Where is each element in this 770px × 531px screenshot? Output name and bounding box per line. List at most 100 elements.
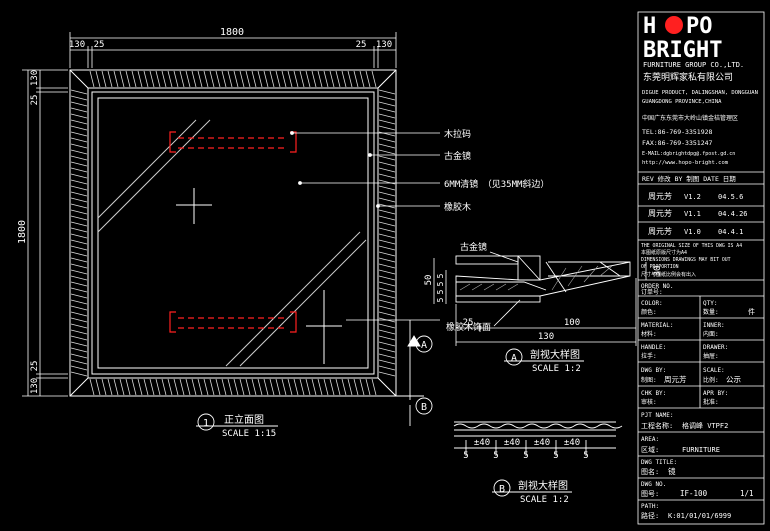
pjt-val: 格调峰 VTPF2	[682, 421, 728, 430]
tel: TEL:86-769-3351928	[642, 128, 713, 136]
detail-a-section	[455, 255, 631, 303]
detail-a-dim-5b: 5	[436, 281, 445, 286]
dim-right-2: 130	[376, 40, 392, 50]
handle-cn: 拉手:	[641, 352, 657, 360]
detail-b-dim5-3: 5	[523, 451, 528, 461]
titleblock	[637, 11, 765, 525]
reflection-line-4	[239, 239, 367, 367]
addr-3: 中国广东东莞市大岭山镇金桔管理区	[642, 114, 738, 122]
detail-a-dim-50: 50	[424, 275, 434, 286]
detail-a-title-letter: A	[511, 353, 517, 364]
dwg-no-val: IF-100	[680, 489, 708, 498]
frame-outer	[69, 69, 397, 397]
logo-po: PO	[686, 14, 713, 39]
addr-1: DIGUE PRODUCT, DALINGSHAN, DONGGUAN	[642, 90, 758, 96]
pjt-en: PJT NAME:	[641, 412, 674, 419]
note-4: OF PROPORTION	[641, 264, 679, 270]
drawer-en: DRAWER:	[703, 344, 728, 351]
area-val: FURNITURE	[682, 446, 720, 454]
detail-b-dim-4: ±40	[564, 438, 580, 448]
dwg-no-en: DWG NO.	[641, 481, 666, 488]
miter-br	[377, 377, 397, 397]
company-cn: 东莞明辉家私有限公司	[643, 71, 733, 83]
note-1: THE ORIGINAL SIZE OF THIS DWG IS A4	[641, 243, 742, 249]
area-cn: 区域:	[641, 445, 659, 454]
callout-3: 6MM清镜 （见35MM斜边）	[444, 178, 549, 190]
frame-rebate	[91, 91, 375, 375]
detail-a-dim-5c: 5	[436, 289, 445, 294]
reflection-line-1	[97, 119, 211, 233]
front-title-name: 正立面图	[224, 413, 264, 426]
detail-a-dim-30: 30	[653, 266, 663, 277]
rev2-date: 04.4.26	[718, 210, 748, 218]
dwg-by-en: DWG BY:	[641, 367, 666, 374]
detail-b-section	[453, 421, 623, 456]
bracket-tl	[169, 131, 176, 153]
color-cn: 颜色:	[641, 308, 657, 316]
dwg-title-val: 镜	[668, 466, 676, 476]
detail-a-dim-5a: 5	[436, 273, 445, 278]
apr-cn: 批准:	[703, 398, 719, 406]
bracket-tr	[290, 131, 297, 153]
area-en: AREA:	[641, 436, 659, 443]
marker-b: B	[421, 402, 427, 413]
inner-en: INNER:	[703, 322, 725, 329]
handle-en: HANDLE:	[641, 344, 666, 351]
path-val: K:01/01/01/6999	[668, 512, 731, 520]
fax: FAX:86-769-3351247	[642, 139, 713, 147]
rev1-by: 周元芳	[648, 191, 672, 201]
detail-a-dim-130: 130	[538, 332, 554, 342]
dim-left-1: 130	[69, 40, 85, 50]
rev3-ver: V1.0	[684, 228, 701, 236]
logo-red-dot-icon	[665, 16, 683, 34]
color-en: COLOR:	[641, 300, 663, 307]
callout-1: 木拉码	[444, 128, 471, 140]
miter-tr	[377, 69, 397, 89]
dim-height: 1800	[17, 220, 28, 244]
dwg-by-val: 周元芳	[664, 374, 687, 384]
frame-inner	[87, 87, 379, 379]
detail-a-dims	[433, 258, 647, 346]
dwg-by-cn: 制图:	[641, 376, 657, 384]
material-cn: 材料:	[641, 330, 657, 338]
drawer-cn: 抽屉:	[703, 352, 719, 360]
rev2-ver: V1.1	[684, 210, 701, 218]
detail-b-dim-1: ±40	[474, 438, 490, 448]
note-5: 尺寸与图纸比例会有出入	[641, 271, 696, 278]
front-title-scale: SCALE 1:15	[222, 429, 276, 439]
path-en: PATH:	[641, 503, 659, 510]
email: E-MAIL:dgbrightdpg@.fpost.gd.cn	[642, 151, 735, 157]
detail-b-dim-3: ±40	[534, 438, 550, 448]
sheet: 1/1	[740, 489, 754, 498]
strip-brackets	[169, 131, 297, 333]
dim-side-bot-1: 130	[30, 378, 40, 394]
detail-a-title	[504, 348, 584, 366]
frame-hatch	[70, 70, 396, 396]
detail-b-title-letter: B	[499, 484, 505, 495]
material-en: MATERIAL:	[641, 322, 674, 329]
rev2-by: 周元芳	[648, 208, 672, 218]
detail-b-dim5-2: 5	[493, 451, 498, 461]
scale-val: 公示	[726, 375, 741, 384]
dim-right-1: 25	[356, 40, 367, 50]
qty-unit: 件	[748, 307, 755, 316]
rev1-ver: V1.2	[684, 193, 701, 201]
dwg-title-cn: 图名:	[641, 467, 659, 476]
dwg-title-en: DWG TITLE:	[641, 459, 677, 466]
callout-leaders	[290, 131, 440, 321]
detail-a-scale: SCALE 1:2	[532, 364, 581, 374]
front-elevation	[69, 69, 397, 397]
chk-cn: 审核:	[641, 398, 657, 406]
bracket-br	[290, 311, 297, 333]
callout-2: 古金镜	[444, 150, 471, 162]
qty-en: QTY:	[703, 300, 717, 307]
detail-b-scale: SCALE 1:2	[520, 495, 569, 505]
addr-2: GUANGDONG PROVINCE,CHINA	[642, 99, 722, 105]
detail-b-title	[492, 479, 572, 497]
detail-a-title-name: 剖视大样图	[530, 348, 580, 361]
detail-a-hatch	[459, 265, 613, 291]
miter-bl	[69, 377, 89, 397]
qty-cn: 数量:	[703, 308, 719, 316]
dim-overall-width: 1800	[220, 27, 244, 38]
